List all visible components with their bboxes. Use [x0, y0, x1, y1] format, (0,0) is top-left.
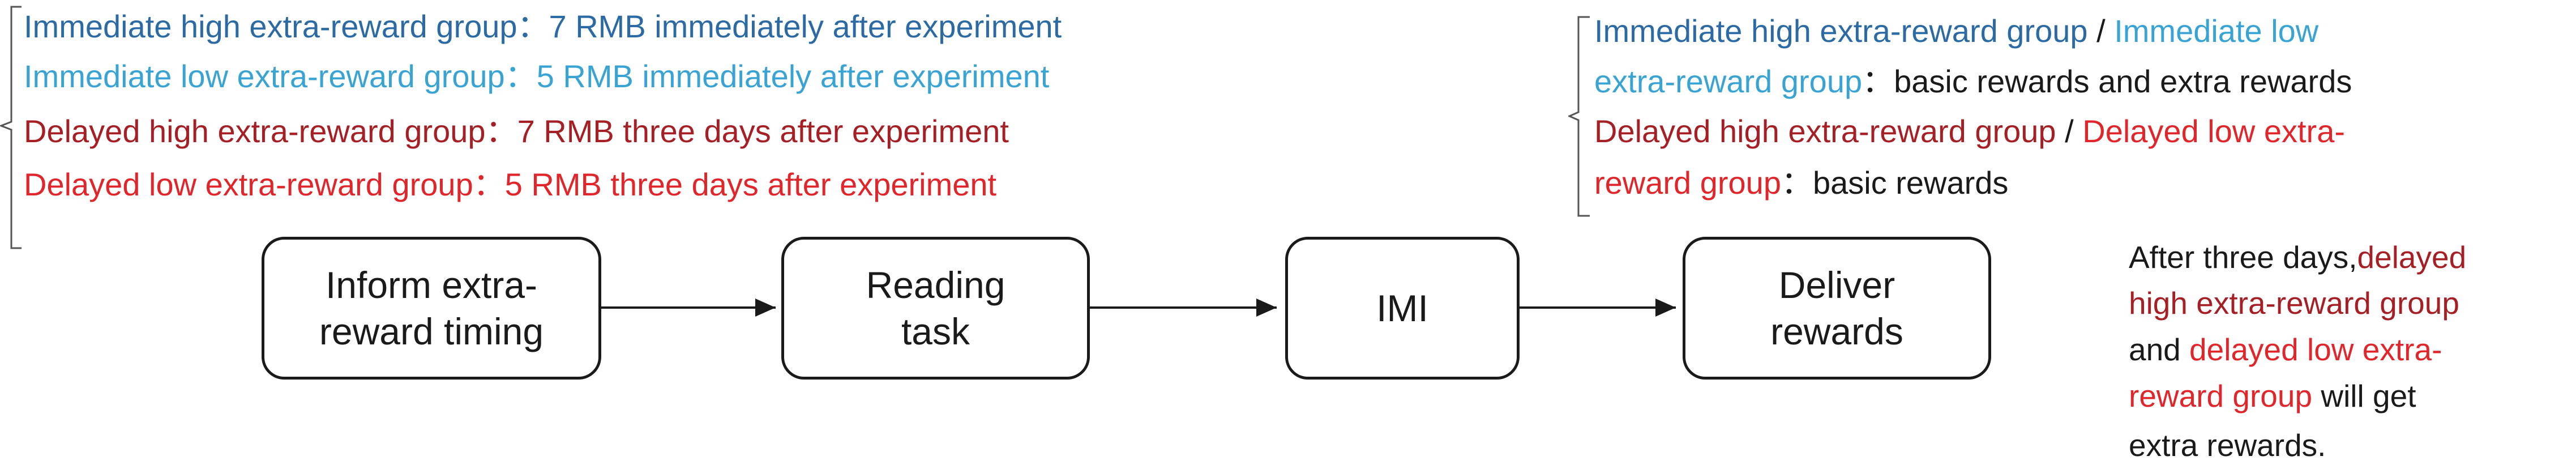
separator: ：: [504, 58, 537, 94]
group-label: Immediate high extra-reward group: [24, 8, 517, 44]
after-note-line-5: extra rewards.: [2129, 426, 2326, 465]
payout-detail: basic rewards and extra rewards: [1894, 63, 2352, 99]
note-delayed-low-group: delayed low extra-: [2189, 332, 2442, 367]
after-note-line-3: and delayed low extra-: [2129, 330, 2442, 369]
condition-line-delayed-high: Delayed high extra-reward group：7 RMB th…: [24, 113, 1009, 150]
reward-detail: 5 RMB immediately after experiment: [536, 58, 1050, 94]
reward-detail: 5 RMB three days after experiment: [504, 167, 997, 202]
after-note-line-4: reward group will get: [2129, 377, 2416, 416]
step-deliver-rewards: Deliver rewards: [1683, 237, 1991, 380]
separator: ：: [473, 167, 505, 202]
after-note-line-1: After three days,delayed: [2129, 238, 2466, 277]
payout-line-2: extra-reward group：basic rewards and ext…: [1594, 63, 2352, 100]
note-delayed-low-group-cont: reward group: [2129, 378, 2313, 414]
note-delayed-high-group: high extra-reward group: [2129, 285, 2459, 321]
slash-separator: /: [2087, 13, 2115, 49]
separator: ：: [485, 113, 517, 149]
step-inform-timing: Inform extra- reward timing: [262, 237, 601, 380]
group-label: Delayed high extra-reward group: [24, 113, 486, 149]
group-label-immediate-low: Immediate low: [2114, 13, 2319, 49]
condition-line-immediate-high: Immediate high extra-reward group：7 RMB …: [24, 8, 1062, 45]
note-text: and: [2129, 332, 2190, 367]
group-label: Delayed low extra-reward group: [24, 167, 473, 202]
payout-detail: basic rewards: [1812, 165, 2009, 201]
payout-line-4: reward group：basic rewards: [1594, 164, 2008, 202]
note-text: extra rewards.: [2129, 428, 2326, 463]
step-reading-task: Reading task: [781, 237, 1090, 380]
right-brace: [1568, 16, 1590, 217]
reward-detail: 7 RMB three days after experiment: [517, 113, 1009, 149]
condition-line-immediate-low: Immediate low extra-reward group：5 RMB i…: [24, 58, 1049, 95]
step-imi: IMI: [1285, 237, 1520, 380]
left-brace: [0, 6, 22, 249]
payout-line-1: Immediate high extra-reward group / Imme…: [1594, 12, 2318, 50]
separator: ：: [517, 8, 549, 44]
note-text: will get: [2312, 378, 2416, 414]
group-label: Immediate low extra-reward group: [24, 58, 505, 94]
after-note-line-2: high extra-reward group: [2129, 284, 2459, 323]
note-text: After three days,: [2129, 240, 2357, 275]
group-label-immediate-high: Immediate high extra-reward group: [1594, 13, 2088, 49]
condition-line-delayed-low: Delayed low extra-reward group：5 RMB thr…: [24, 166, 996, 203]
group-label-delayed-low: Delayed low extra-: [2082, 113, 2345, 149]
separator: ：: [1781, 165, 1813, 201]
separator: ：: [1862, 63, 1894, 99]
note-delayed: delayed: [2357, 240, 2467, 275]
reward-detail: 7 RMB immediately after experiment: [549, 8, 1062, 44]
group-label-immediate-low-cont: extra-reward group: [1594, 63, 1863, 99]
payout-line-3: Delayed high extra-reward group / Delaye…: [1594, 113, 2345, 150]
slash-separator: /: [2056, 113, 2083, 149]
group-label-delayed-high: Delayed high extra-reward group: [1594, 113, 2056, 149]
group-label-delayed-low-cont: reward group: [1594, 165, 1781, 201]
